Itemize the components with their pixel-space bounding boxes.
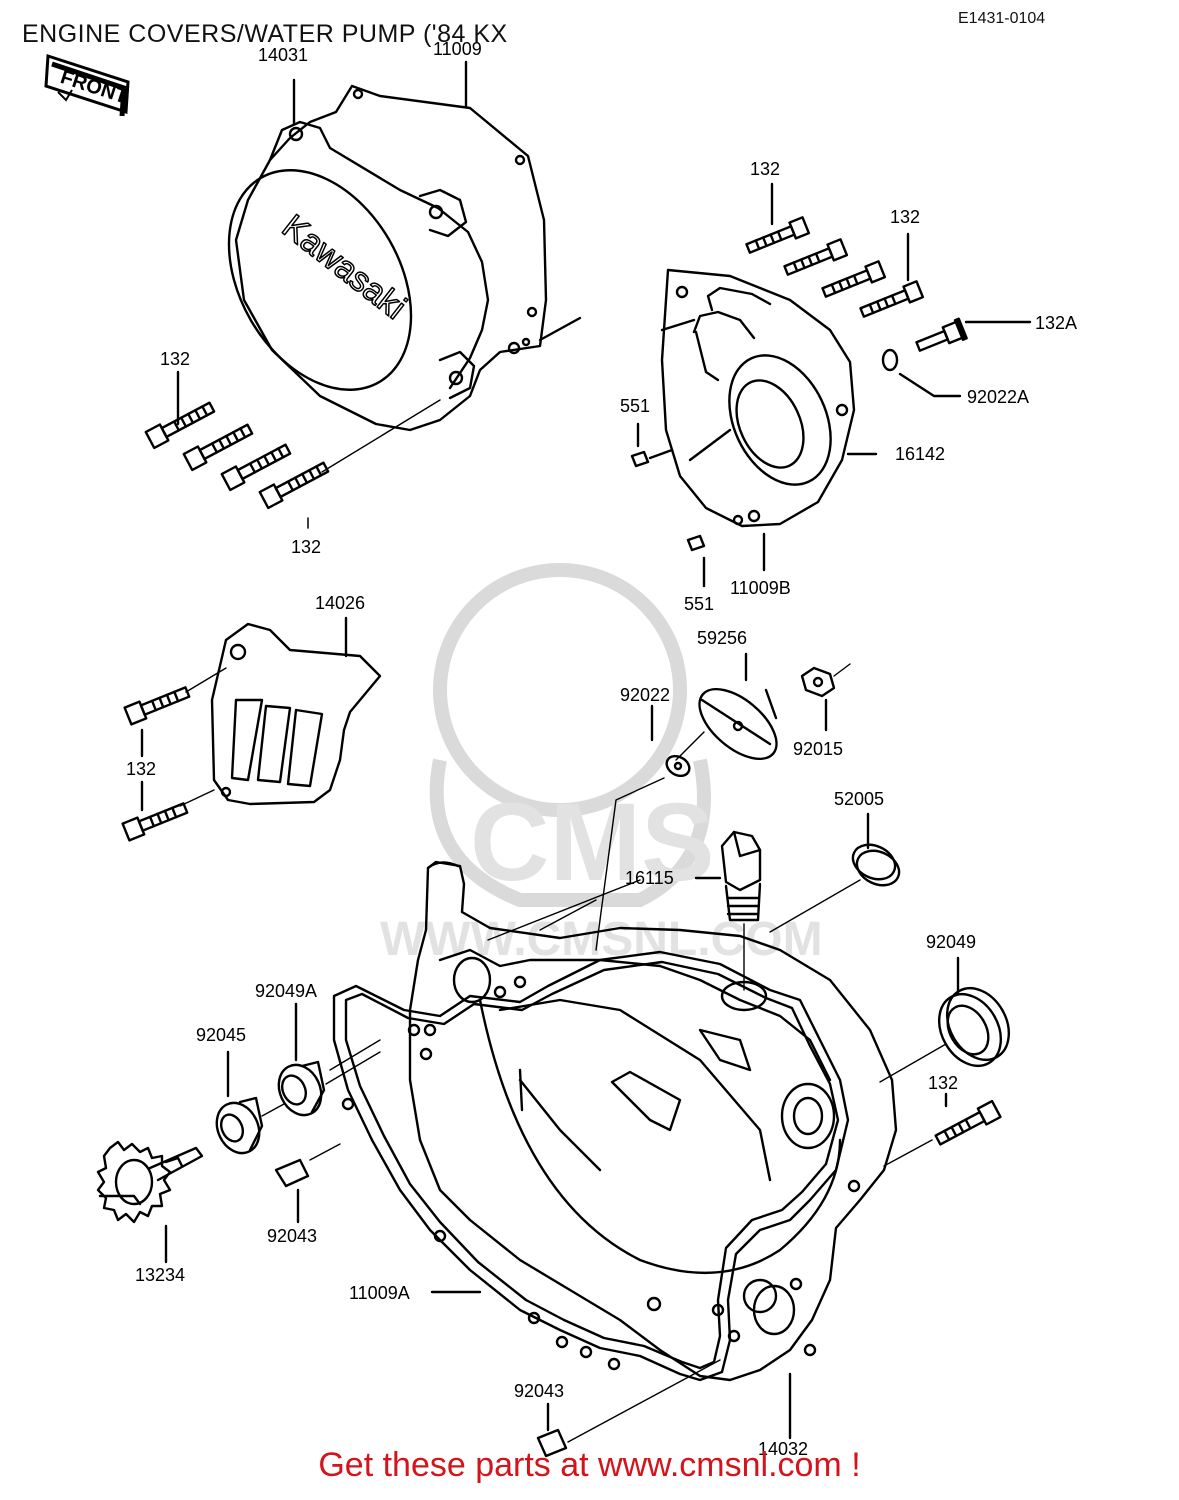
label-92043-bottom: 92043 bbox=[514, 1381, 565, 1401]
label-11009A: 11009A bbox=[349, 1283, 410, 1303]
water-pump-shaft-13234 bbox=[96, 1140, 204, 1264]
label-551-bottom: 551 bbox=[684, 594, 715, 614]
washer-92022 bbox=[650, 704, 691, 778]
label-92015: 92015 bbox=[793, 739, 844, 759]
bolt-132-right bbox=[934, 1092, 1002, 1146]
chain-guard-14026 bbox=[210, 616, 382, 806]
diagram-title: ENGINE COVERS/WATER PUMP ('84 KX bbox=[22, 20, 508, 48]
label-59256: 59256 bbox=[697, 628, 748, 648]
guard-bolts-132 bbox=[121, 667, 227, 842]
label-132A: 132A bbox=[1035, 313, 1078, 333]
nut-92015 bbox=[800, 663, 851, 732]
diagram-code: E1431-0104 bbox=[958, 10, 1046, 27]
label-132-right: 132 bbox=[928, 1073, 959, 1093]
kawasaki-logo: Kawasaki bbox=[275, 207, 413, 327]
label-92043-left: 92043 bbox=[267, 1226, 318, 1246]
dowel-pins-551 bbox=[630, 422, 878, 588]
label-132-cover-top: 132 bbox=[160, 349, 191, 369]
water-pump-cover-16142 bbox=[660, 268, 856, 528]
label-132-pump-a: 132 bbox=[750, 159, 781, 179]
label-13234: 13234 bbox=[135, 1265, 186, 1285]
label-132-pump-b: 132 bbox=[890, 207, 921, 227]
label-92022: 92022 bbox=[620, 685, 671, 705]
seal-92049 bbox=[879, 956, 1011, 1083]
pump-bolts-132 bbox=[745, 182, 1032, 398]
generator-cover-14031 bbox=[227, 60, 582, 432]
seal-52005 bbox=[769, 812, 901, 933]
label-92022A: 92022A bbox=[967, 387, 1030, 407]
cover-bolts-132 bbox=[144, 370, 441, 529]
shop-link-banner[interactable]: Get these parts at www.cmsnl.com ! bbox=[318, 1446, 861, 1484]
gasket-11009A bbox=[329, 950, 850, 1382]
label-11009B: 11009B bbox=[730, 578, 791, 598]
dowel-92043-left bbox=[274, 1143, 341, 1224]
label-92049A: 92049A bbox=[255, 981, 318, 1001]
label-14031: 14031 bbox=[258, 45, 309, 65]
clutch-cover-14032 bbox=[408, 860, 933, 1440]
label-14026: 14026 bbox=[315, 593, 366, 613]
watermark-brand: CMS bbox=[470, 781, 714, 904]
label-132-guard: 132 bbox=[126, 759, 157, 779]
seal-92049A bbox=[277, 1002, 381, 1117]
front-arrow-icon: FRONT bbox=[44, 53, 130, 117]
label-14032: 14032 bbox=[758, 1439, 809, 1459]
label-11009: 11009 bbox=[433, 39, 482, 59]
bearing-92045 bbox=[215, 1050, 285, 1155]
label-92049: 92049 bbox=[926, 932, 977, 952]
label-132-cover-bottom: 132 bbox=[291, 537, 322, 557]
label-52005: 52005 bbox=[834, 789, 885, 809]
oil-filler-plug-16115 bbox=[694, 830, 762, 991]
label-16142: 16142 bbox=[895, 444, 946, 464]
label-92045: 92045 bbox=[196, 1025, 247, 1045]
label-16115: 16115 bbox=[625, 868, 674, 888]
dowel-92043-bottom bbox=[536, 1359, 721, 1458]
label-551-top: 551 bbox=[620, 396, 651, 416]
impeller-59256 bbox=[698, 652, 778, 761]
